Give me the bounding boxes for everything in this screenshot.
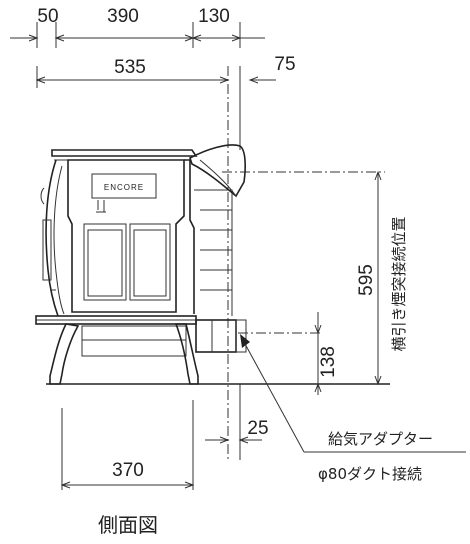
dim-25: 25 [205,418,269,444]
dim-370-label: 370 [112,460,144,481]
dim-595-label: 595 [356,264,377,296]
dim-535-label: 535 [114,57,146,78]
dim-390-label: 390 [107,6,139,27]
door-handle [96,200,106,213]
duct-connection-label: φ80ダクト接続 [318,465,422,483]
dim-50-label: 50 [37,6,58,27]
width-dimension-row: 535 75 [35,54,296,88]
side-flue-connection-label: 横引き煙突接続位置 [390,216,408,351]
front-leg [49,323,80,385]
top-dimension-row: 50 390 130 [10,6,265,48]
rear-leg [174,323,199,385]
air-adapter-label: 給気アダプター [328,430,433,448]
stove-logo: ENCORE [104,183,144,192]
dim-75-label: 75 [274,54,295,75]
dim-130-label: 130 [198,6,230,27]
dim-370: 370 [60,400,195,490]
dim-138-label: 138 [318,346,339,378]
dim-25-label: 25 [247,418,268,439]
dim-138: 138 [314,312,339,395]
flue-outlet [189,144,246,198]
dim-595: 595 [356,170,382,386]
air-adapter-box [195,319,237,353]
air-adapter-leader [240,334,466,453]
logo-plate [91,173,157,199]
stove-body: ENCORE [35,144,247,385]
view-title: 側面図 [98,513,158,537]
